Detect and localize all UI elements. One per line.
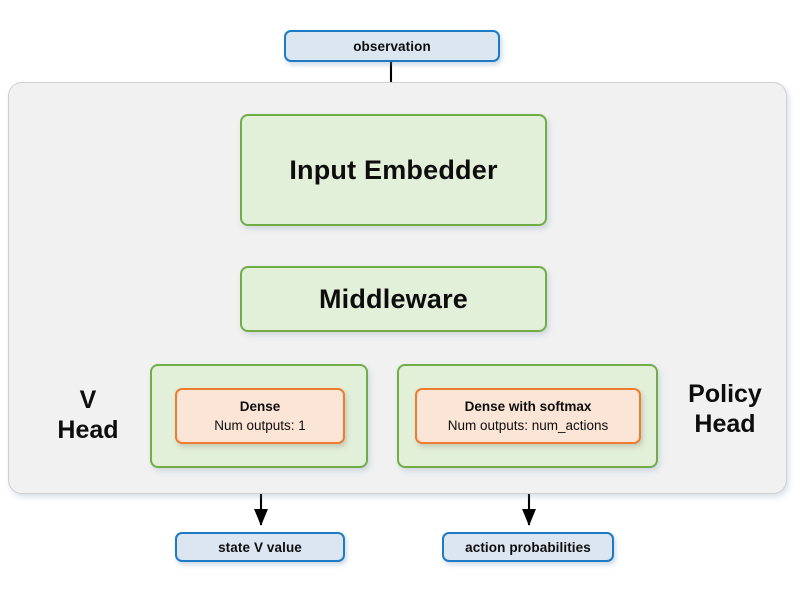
node-dense-label: Dense — [239, 398, 281, 414]
group-policy-head-label: Policy Head — [688, 380, 762, 438]
node-dense-sublabel: Num outputs: 1 — [214, 418, 306, 433]
node-state-v-value[interactable]: state V value — [175, 532, 345, 562]
node-observation-label: observation — [353, 38, 431, 54]
node-action-probabilities[interactable]: action probabilities — [442, 532, 614, 562]
node-input-embedder-label: Input Embedder — [289, 154, 498, 185]
node-dense-with-softmax[interactable]: Dense with softmax Num outputs: num_acti… — [415, 388, 641, 444]
node-middleware[interactable]: Middleware — [240, 266, 547, 332]
node-dense-with-softmax-sublabel: Num outputs: num_actions — [447, 418, 609, 433]
node-dense[interactable]: Dense Num outputs: 1 — [175, 388, 345, 444]
node-middleware-label: Middleware — [318, 283, 469, 314]
node-dense-with-softmax-label: Dense with softmax — [464, 398, 592, 414]
node-observation[interactable]: observation — [284, 30, 500, 62]
group-v-head-label: V Head — [57, 386, 119, 444]
node-state-v-value-label: state V value — [218, 539, 302, 555]
node-input-embedder[interactable]: Input Embedder — [240, 114, 547, 226]
node-action-probabilities-label: action probabilities — [465, 539, 591, 555]
